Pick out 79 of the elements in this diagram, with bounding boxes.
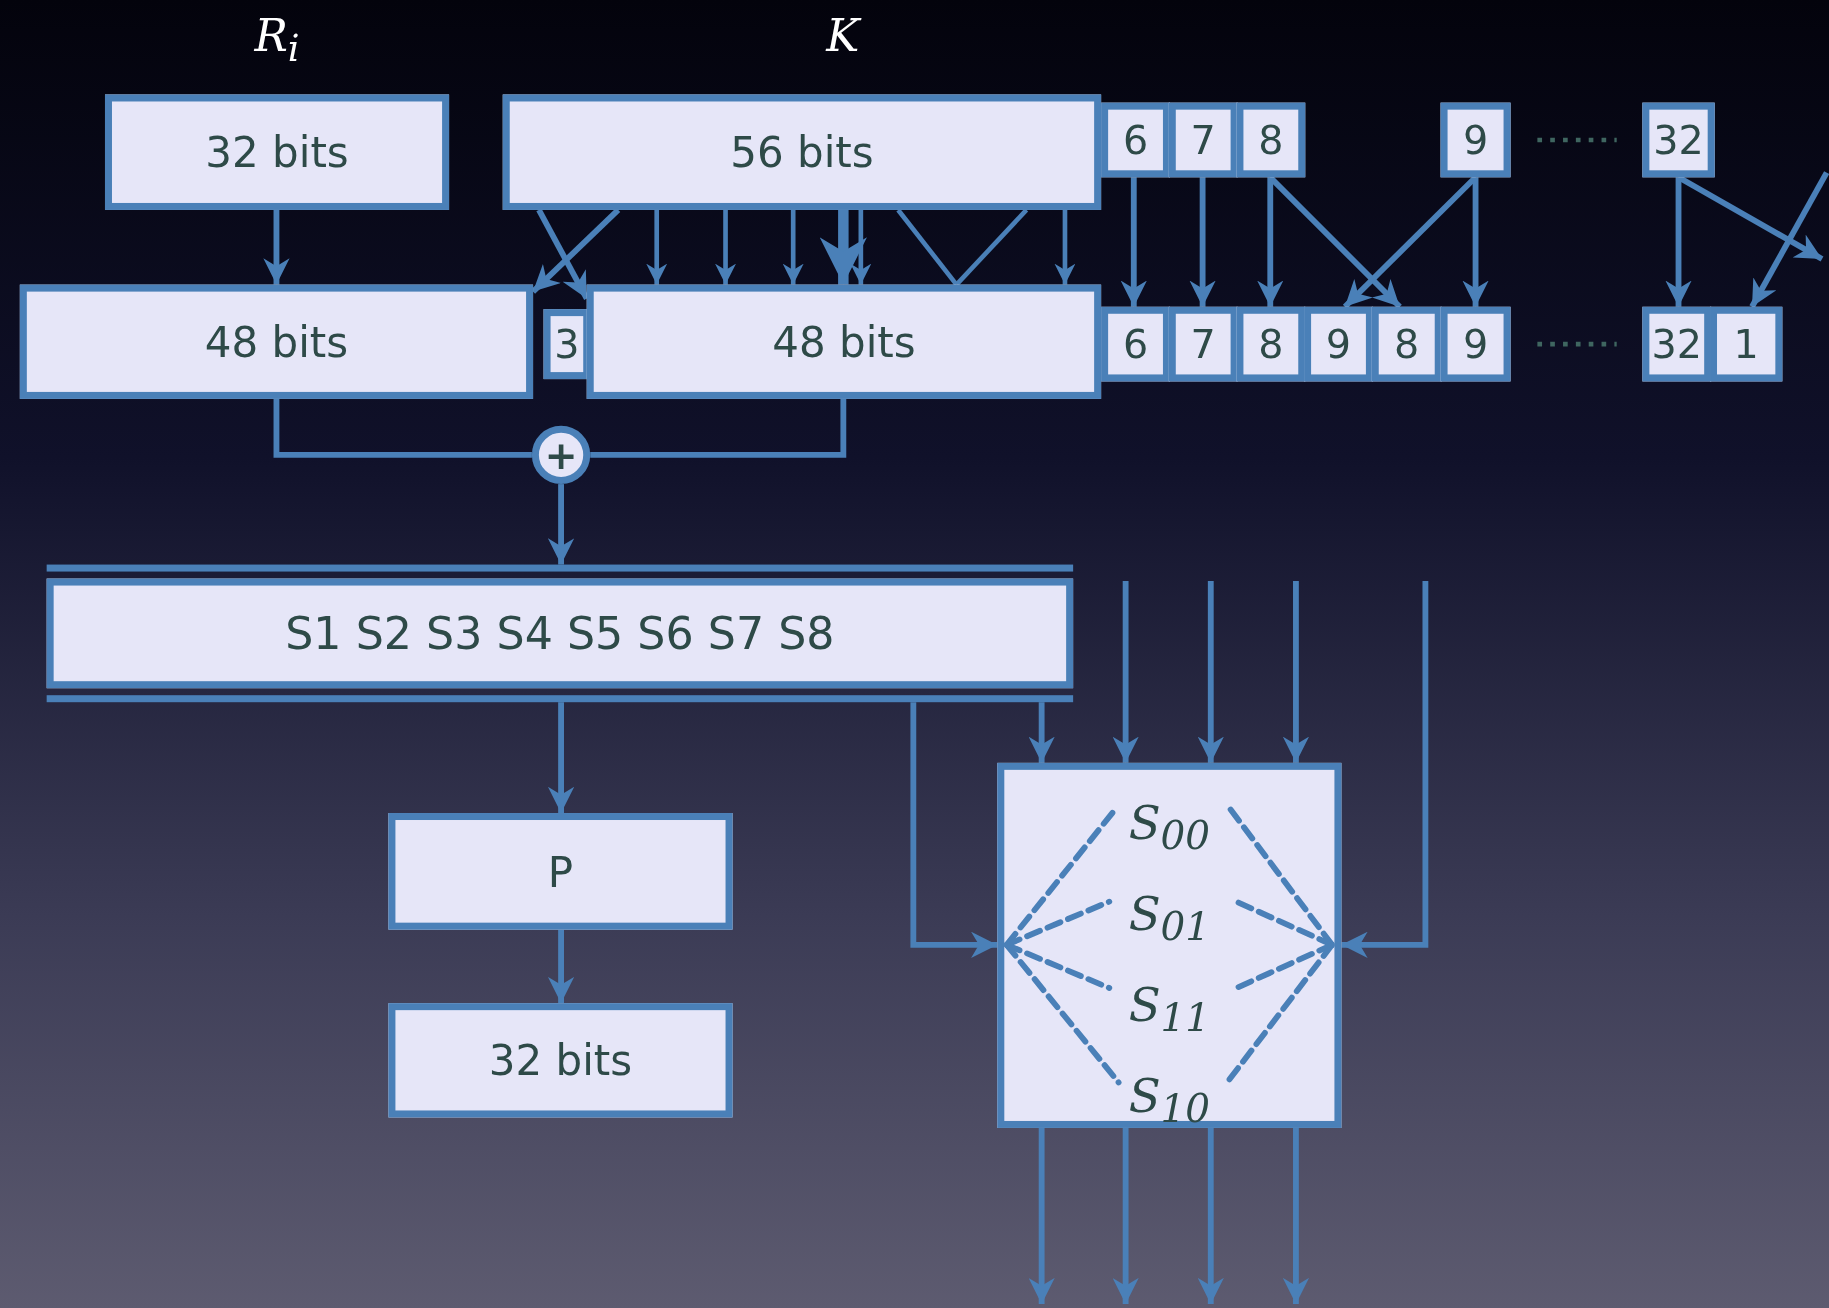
bit-cell xyxy=(1440,306,1511,382)
arrow xyxy=(1282,580,1310,763)
arrow xyxy=(1341,580,1429,958)
arrow xyxy=(1112,1127,1139,1305)
bit-cell xyxy=(1304,306,1373,382)
block-label: 8 xyxy=(1258,320,1284,368)
arrow xyxy=(531,207,621,294)
arrow xyxy=(1257,177,1284,307)
bit-cell xyxy=(1236,306,1306,382)
bit-cell xyxy=(1236,102,1306,178)
connector-line xyxy=(590,398,847,458)
bit-block xyxy=(586,284,1102,399)
connector-line xyxy=(896,208,959,287)
block-label: 48 bits xyxy=(204,317,349,366)
connector-line xyxy=(954,208,1029,287)
bit-cell xyxy=(1101,102,1170,178)
arrow xyxy=(547,484,575,565)
arrow xyxy=(1462,177,1489,307)
arrow xyxy=(1028,702,1055,763)
variable-label: R$_{i}$ xyxy=(254,10,300,70)
bit-cell xyxy=(1168,102,1238,178)
block-label: 6 xyxy=(1122,116,1149,164)
arrow xyxy=(782,209,804,285)
bit-cell xyxy=(1168,306,1238,382)
arrow xyxy=(1282,1127,1310,1305)
arrow xyxy=(1112,580,1139,763)
bit-cell xyxy=(1440,102,1511,178)
xor-sign: + xyxy=(544,431,578,479)
bit-block xyxy=(388,1003,733,1118)
state-label: S$_{10}$ xyxy=(1128,1068,1211,1123)
arrow xyxy=(1028,1127,1055,1305)
arrow xyxy=(1120,177,1147,307)
permutation-box xyxy=(388,813,733,930)
arrow xyxy=(263,209,290,285)
bit-cell xyxy=(1101,306,1170,382)
block-label: 8 xyxy=(1258,116,1284,164)
arrow xyxy=(1749,171,1829,309)
block-label: 8 xyxy=(1394,320,1420,368)
sbox-row xyxy=(46,564,1074,703)
arrow xyxy=(1197,1127,1224,1305)
block-label: 9 xyxy=(1325,320,1352,368)
block-label: 9 xyxy=(1462,320,1489,368)
block-label: 48 bits xyxy=(772,317,916,366)
arrow xyxy=(1665,177,1692,307)
arrow xyxy=(819,209,867,285)
arrow xyxy=(715,209,737,285)
bit-block xyxy=(19,284,534,399)
bit-cell xyxy=(1642,306,1712,382)
state-label: S$_{01}$ xyxy=(1128,886,1211,941)
arrow xyxy=(1189,177,1216,307)
block-label: P xyxy=(547,847,574,896)
arrow xyxy=(547,702,575,813)
block-label: 6 xyxy=(1122,320,1149,368)
bit-cell xyxy=(1371,306,1442,382)
variable-label: K xyxy=(826,10,860,62)
sbox-box xyxy=(997,762,1342,1128)
arrow xyxy=(910,702,998,958)
block-label: 9 xyxy=(1462,116,1489,164)
block-label: 32 bits xyxy=(488,1036,633,1085)
block-label: 7 xyxy=(1190,320,1216,368)
block-label: 1 xyxy=(1733,320,1759,368)
arrow xyxy=(850,209,872,285)
block-label: 3 xyxy=(554,320,580,368)
arrow xyxy=(1197,580,1224,763)
arrow xyxy=(1268,175,1402,309)
block-label: 32 xyxy=(1651,320,1702,368)
bit-cell xyxy=(1642,102,1715,178)
block-label: 32 xyxy=(1653,116,1704,164)
block-label: S1 S2 S3 S4 S5 S6 S7 S8 xyxy=(285,607,835,660)
block-label: 7 xyxy=(1190,116,1216,164)
block-label: 56 bits xyxy=(730,128,874,177)
block-label: 32 bits xyxy=(205,128,349,177)
arrow xyxy=(646,209,668,285)
arrow xyxy=(1054,209,1076,285)
state-label: S$_{11}$ xyxy=(1128,977,1211,1032)
connector-line xyxy=(273,398,532,458)
state-label: S$_{00}$ xyxy=(1128,795,1211,850)
arrow xyxy=(547,929,575,1004)
bit-cell xyxy=(1710,306,1783,382)
